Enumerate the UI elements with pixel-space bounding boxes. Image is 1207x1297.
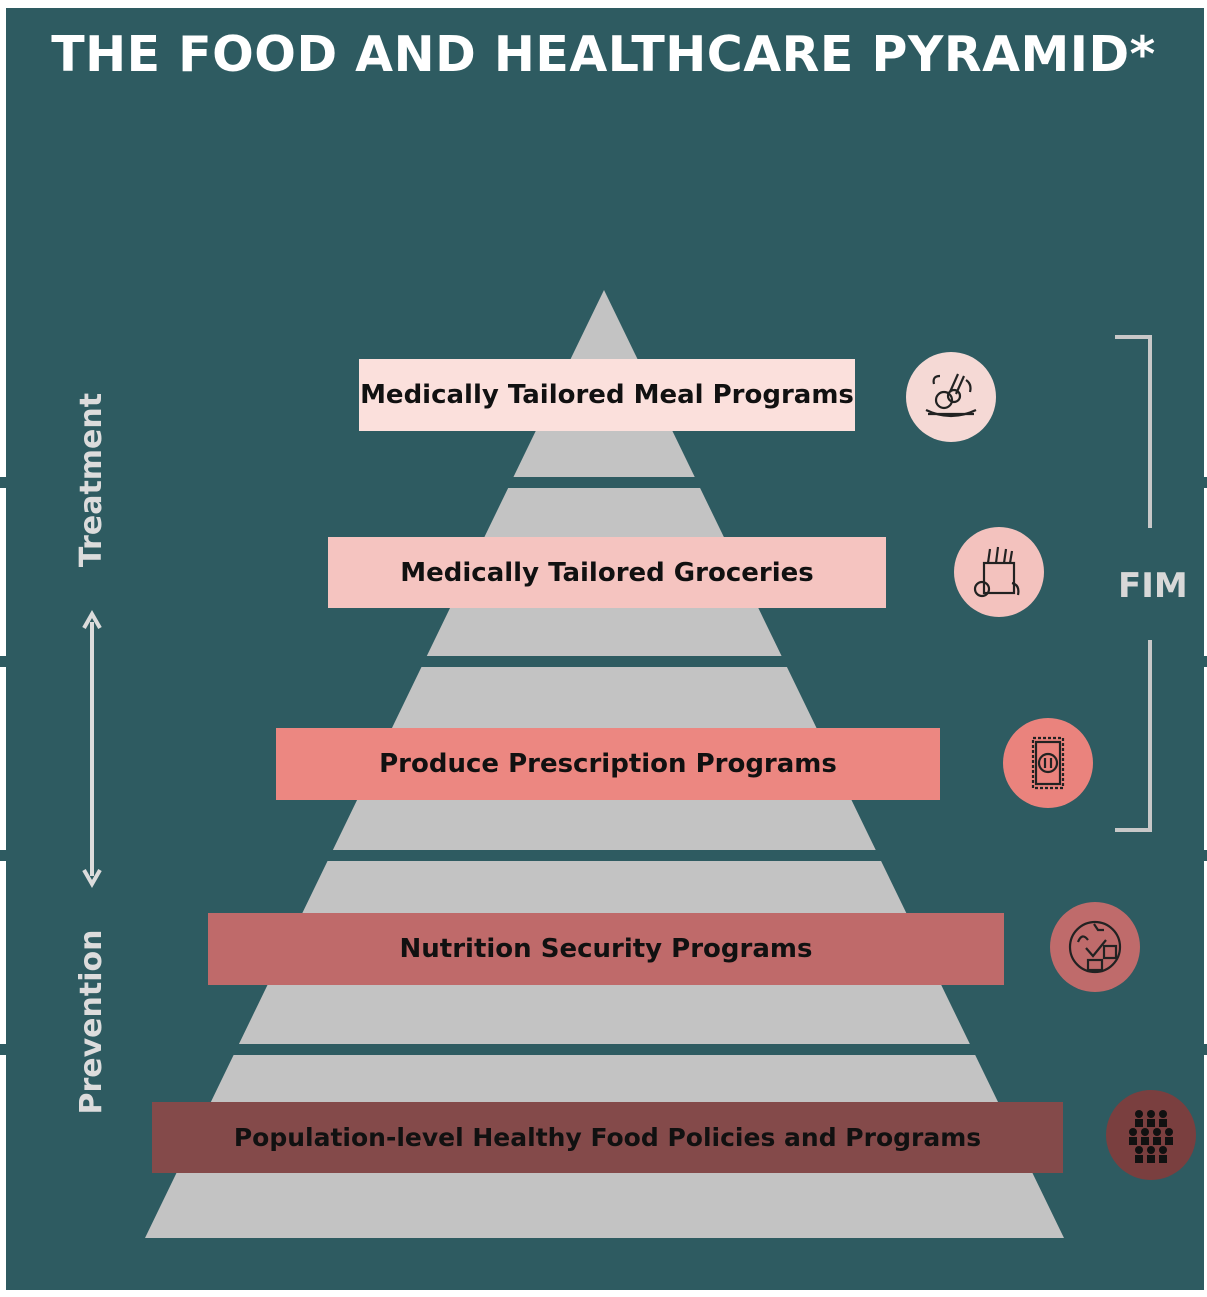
fim-bracket xyxy=(1115,335,1152,832)
treatment-prevention-arrow xyxy=(82,609,102,889)
tier-label-5: Population-level Healthy Food Policies a… xyxy=(233,1123,982,1152)
tier-label-3: Produce Prescription Programs xyxy=(379,749,837,779)
fim-label: FIM xyxy=(1118,566,1188,606)
tier-label-2: Medically Tailored Groceries xyxy=(400,557,814,588)
tier-band-2: Medically Tailored Groceries xyxy=(328,537,886,608)
nutrition-security-icon xyxy=(1050,902,1140,992)
tier-band-5: Population-level Healthy Food Policies a… xyxy=(152,1102,1063,1173)
pyramid-dividers xyxy=(0,477,1207,1055)
treatment-label: Treatment xyxy=(74,392,109,568)
meal-icon xyxy=(906,352,996,442)
prescription-icon xyxy=(1003,718,1093,808)
tier-band-1: Medically Tailored Meal Programs xyxy=(359,359,855,431)
tier-label-1: Medically Tailored Meal Programs xyxy=(360,380,854,410)
tier-band-3: Produce Prescription Programs xyxy=(276,728,940,800)
population-icon xyxy=(1106,1090,1196,1180)
tier-band-4: Nutrition Security Programs xyxy=(208,913,1004,985)
page-title: THE FOOD AND HEALTHCARE PYRAMID* xyxy=(51,26,1156,83)
tier-label-4: Nutrition Security Programs xyxy=(399,934,813,964)
prevention-label: Prevention xyxy=(74,929,109,1115)
groceries-icon xyxy=(954,527,1044,617)
